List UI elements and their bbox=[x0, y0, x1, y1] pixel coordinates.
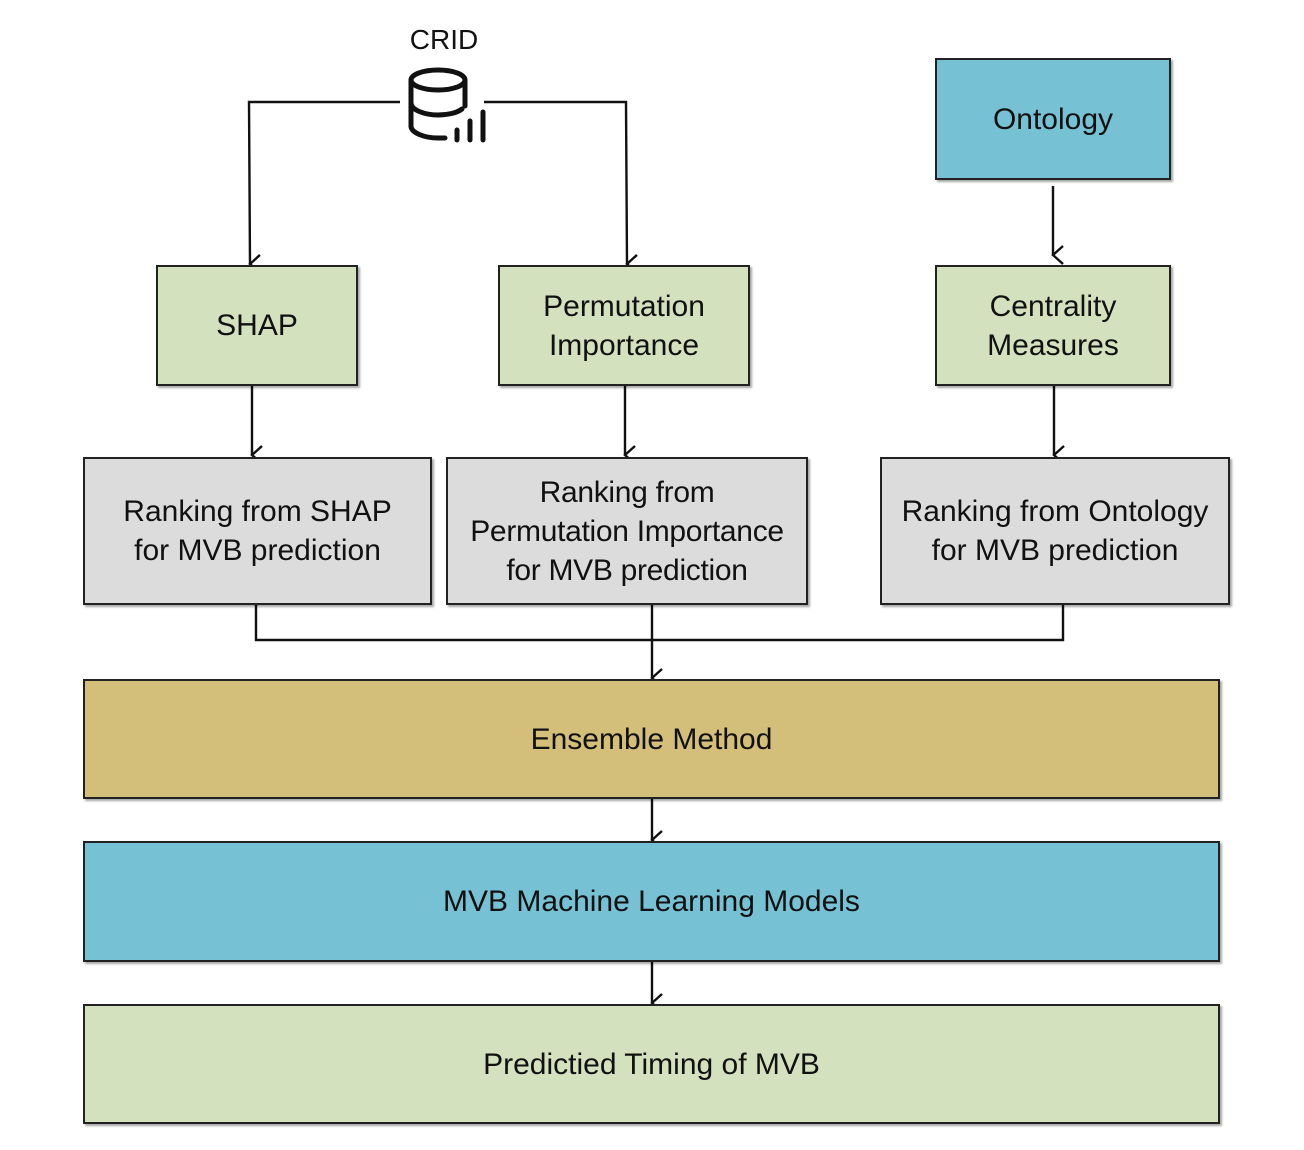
ranking-permutation-box: Ranking from Permutation Importance for … bbox=[446, 457, 808, 605]
edge-crid-shap bbox=[247, 100, 400, 274]
ontology-label: Ontology bbox=[992, 102, 1114, 136]
permutation-importance-label: Permutation Importance bbox=[543, 289, 705, 362]
ensemble-method-box: Ensemble Method bbox=[83, 679, 1220, 799]
crid-label: CRID bbox=[409, 24, 479, 55]
ranking-shap-box: Ranking from SHAP for MVB prediction bbox=[83, 457, 432, 605]
shap-label: SHAP bbox=[216, 309, 298, 342]
mvb-models-box: MVB Machine Learning Models bbox=[83, 841, 1220, 962]
predicted-timing-label: Predictied Timing of MVB bbox=[483, 1047, 820, 1081]
database-chart-icon bbox=[408, 67, 486, 143]
ensemble-method-label: Ensemble Method bbox=[530, 722, 773, 756]
ranking-ontology-box: Ranking from Ontology for MVB prediction bbox=[880, 457, 1230, 605]
ontology-box: Ontology bbox=[935, 58, 1171, 180]
mvb-models-label: MVB Machine Learning Models bbox=[443, 885, 860, 918]
centrality-measures-box: Centrality Measures bbox=[935, 265, 1171, 386]
centrality-measures-label: Centrality Measures bbox=[987, 289, 1119, 362]
ranking-shap-label: Ranking from SHAP for MVB prediction bbox=[123, 495, 392, 567]
ranking-permutation-label: Ranking from Permutation Importance for … bbox=[470, 475, 784, 587]
permutation-importance-box: Permutation Importance bbox=[498, 265, 750, 386]
ranking-ontology-label: Ranking from Ontology for MVB prediction bbox=[901, 495, 1209, 567]
predicted-timing-box: Predictied Timing of MVB bbox=[83, 1004, 1220, 1124]
edge-rankings-merge bbox=[254, 605, 1065, 642]
edge-crid-permutation bbox=[484, 100, 638, 274]
shap-box: SHAP bbox=[156, 265, 358, 386]
